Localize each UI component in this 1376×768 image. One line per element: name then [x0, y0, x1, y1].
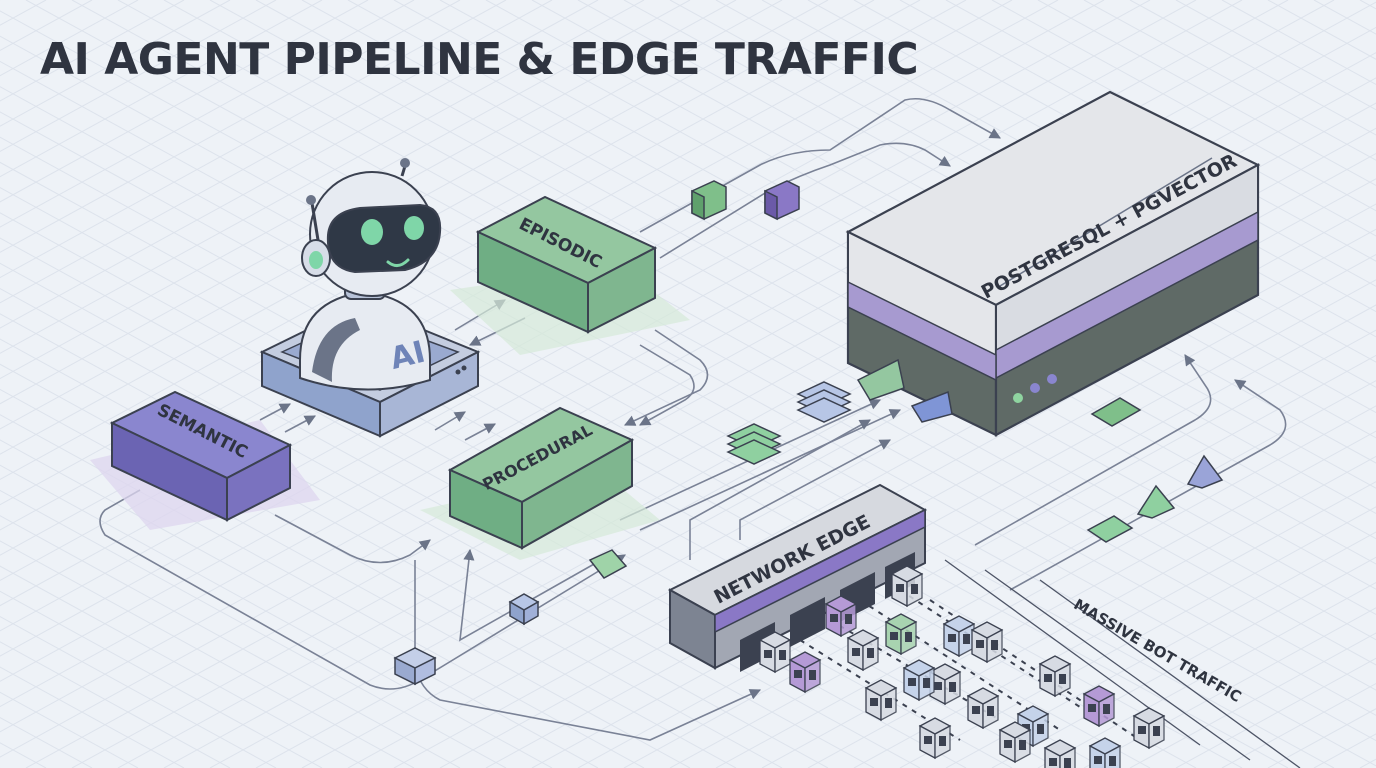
- arrow-procedural-to-db-b: [639, 409, 902, 531]
- bot-server-icon: [928, 663, 962, 706]
- connector-arrows: [99, 97, 1287, 741]
- cube-icon: [508, 593, 540, 626]
- bot-server-icon: [1038, 655, 1072, 698]
- document-stack-icon: [726, 423, 782, 465]
- file-icon: [691, 180, 727, 221]
- bot-server-icon: [970, 621, 1004, 664]
- bot-swarm: [758, 565, 1166, 768]
- arrow-episodic-to-db-top: [639, 97, 1001, 233]
- bot-server-icon: [890, 565, 924, 608]
- bot-server-icon: [758, 631, 792, 674]
- semantic-block: SEMANTIC: [90, 390, 320, 530]
- packet-icon: [1186, 454, 1224, 489]
- file-icon: [764, 180, 800, 221]
- bot-server-icon: [902, 659, 936, 702]
- page-title: AI AGENT PIPELINE & EDGE TRAFFIC: [40, 34, 919, 85]
- agent-chest-label: AI: [387, 335, 429, 377]
- bot-server-icon: [884, 613, 918, 656]
- arrow-semantic-to-procedural: [274, 514, 431, 564]
- bot-server-icon: [788, 651, 822, 694]
- bot-server-icon: [846, 629, 880, 672]
- episodic-block: EPISODIC: [450, 195, 690, 355]
- arrow-bots-to-db-right: [974, 354, 1212, 546]
- bot-server-icon: [864, 679, 898, 722]
- bot-server-icon: [1082, 685, 1116, 728]
- packet-icon: [1086, 515, 1134, 543]
- arrow-edge-to-db: [689, 419, 871, 560]
- arrow-semantic-to-agent-2: [284, 415, 316, 433]
- packet-icon: [1136, 484, 1176, 519]
- procedural-block: PROCEDURAL: [420, 406, 660, 560]
- cube-icon: [393, 647, 437, 686]
- arrow-edge-to-db-2: [739, 439, 891, 540]
- document-stack-icon: [796, 381, 852, 423]
- bot-server-icon: [824, 595, 858, 638]
- arrow-episodic-to-procedural-b: [639, 344, 695, 426]
- packet-icon: [588, 549, 628, 579]
- bot-traffic-lanes: [944, 559, 1301, 768]
- bot-server-icon: [998, 721, 1032, 764]
- arrow-bots-to-db-right-2: [1009, 379, 1287, 591]
- arrow-procedural-to-agent-2: [464, 423, 496, 441]
- ai-agent: AI: [259, 158, 481, 438]
- database-server: POSTGRESQL + PGVECTOR: [845, 90, 1261, 437]
- bot-server-icon: [1088, 737, 1122, 768]
- arrow-episodic-to-procedural-a: [623, 329, 709, 426]
- bot-server-icon: [966, 687, 1000, 730]
- arrow-procedural-to-agent: [434, 411, 466, 431]
- bot-server-icon: [1132, 707, 1166, 750]
- bot-server-icon: [1043, 739, 1077, 768]
- data-packets: [393, 180, 1224, 686]
- arrow-packet-icon: [910, 390, 953, 423]
- bot-server-icon: [942, 615, 976, 658]
- arrow-bottom-loop: [459, 548, 611, 642]
- packet-icon: [1090, 397, 1142, 427]
- bot-server-icon: [918, 717, 952, 760]
- arrow-semantic-to-agent: [259, 403, 291, 421]
- arrow-packet-icon: [856, 358, 905, 401]
- arrow-semantic-loop: [99, 489, 626, 690]
